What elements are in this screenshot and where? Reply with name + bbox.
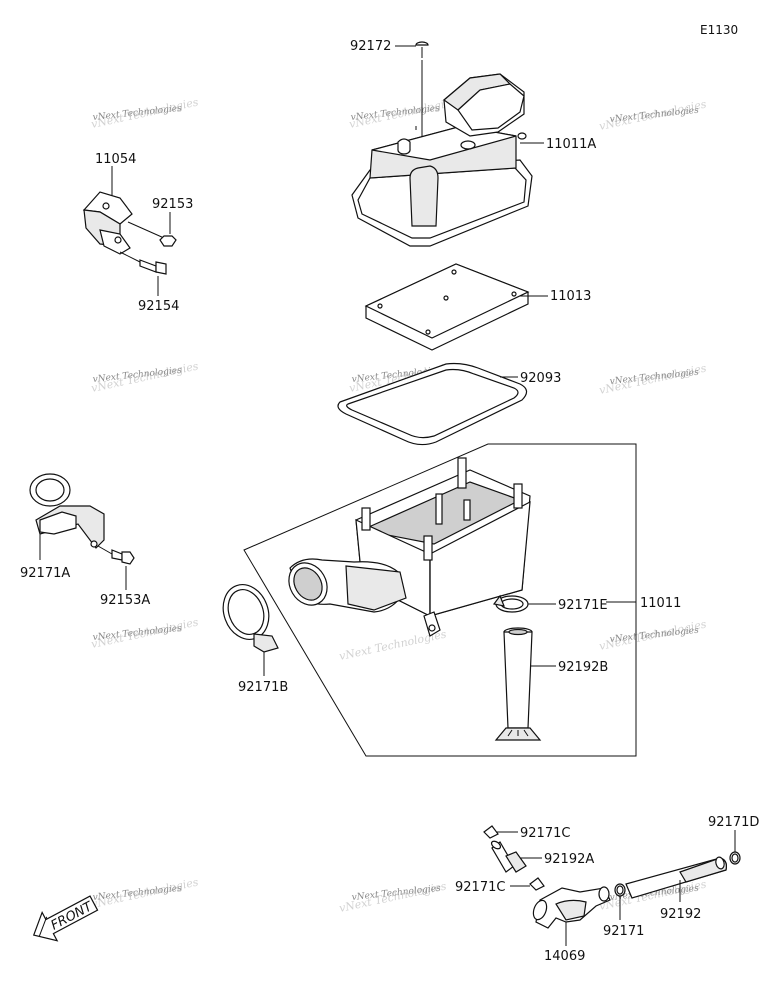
label-92171C-top: 92171C xyxy=(520,826,570,841)
part-92171C-top-clip[interactable] xyxy=(483,825,499,839)
front-label: FRONT xyxy=(49,899,96,934)
part-92154-bolt[interactable] xyxy=(119,251,167,296)
label-92154: 92154 xyxy=(138,299,179,314)
label-92171E: 92171E xyxy=(558,598,608,613)
part-92093-seal[interactable] xyxy=(337,362,528,446)
label-11011: 11011 xyxy=(640,596,681,611)
part-92192A-hose[interactable] xyxy=(490,840,527,873)
part-14069-fitting[interactable] xyxy=(531,886,611,929)
part-11054-bracket[interactable] xyxy=(82,166,133,255)
label-92171: 92171 xyxy=(603,924,644,939)
part-92171D-clip[interactable] xyxy=(729,851,741,865)
label-92172: 92172 xyxy=(350,39,391,54)
part-92153-bolt[interactable] xyxy=(127,212,177,247)
part-92192-hose[interactable] xyxy=(625,856,727,899)
front-arrow: FRONT xyxy=(32,895,99,942)
label-92171D: 92171D xyxy=(708,815,759,830)
label-11011A: 11011A xyxy=(546,137,596,152)
label-14069: 14069 xyxy=(544,949,585,964)
part-92153A-bolt[interactable] xyxy=(97,545,135,590)
label-92093: 92093 xyxy=(520,371,561,386)
label-92192B: 92192B xyxy=(558,660,608,675)
part-92192B-tube[interactable] xyxy=(494,627,542,741)
part-11011A-cover[interactable] xyxy=(351,73,533,247)
label-92192: 92192 xyxy=(660,907,701,922)
label-92153: 92153 xyxy=(152,197,193,212)
part-92171A-clamp[interactable] xyxy=(29,473,105,560)
label-92192A: 92192A xyxy=(544,852,594,867)
label-92171C-low: 92171C xyxy=(455,880,505,895)
part-11013-plate[interactable] xyxy=(364,263,530,351)
diagram-code: E1130 xyxy=(700,23,738,37)
label-11054: 11054 xyxy=(95,152,136,167)
part-92171-clip[interactable] xyxy=(614,883,626,897)
label-11013: 11013 xyxy=(550,289,591,304)
part-92171B-clamp[interactable] xyxy=(216,578,279,676)
part-11011-case[interactable] xyxy=(281,457,531,637)
label-92171A: 92171A xyxy=(20,566,70,581)
case-group-outline xyxy=(243,443,637,757)
label-92171B: 92171B xyxy=(238,680,288,695)
label-92153A: 92153A xyxy=(100,593,150,608)
part-92171C-low-clip[interactable] xyxy=(529,877,545,891)
part-92171E-clip[interactable] xyxy=(492,594,529,613)
